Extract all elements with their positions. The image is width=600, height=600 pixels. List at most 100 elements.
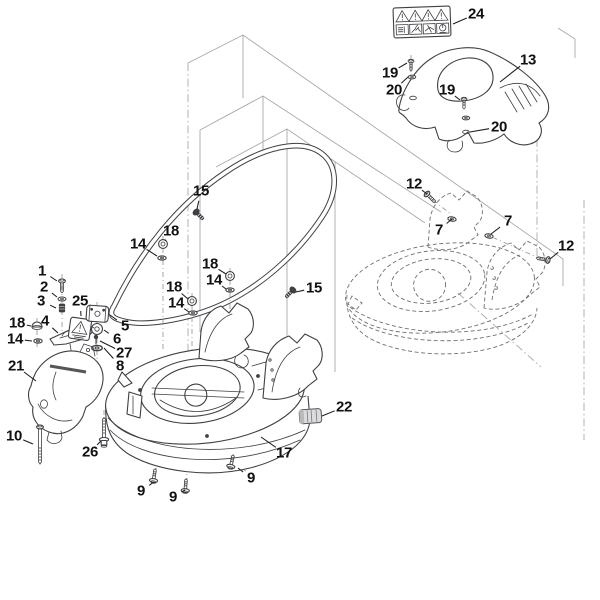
leader-line-14 (146, 248, 158, 257)
cover-part-13 (396, 47, 550, 153)
nut-18-a (158, 239, 168, 249)
stop-dial-icon (436, 22, 450, 34)
callout-18: 18 (201, 255, 219, 273)
leader-line-18 (26, 324, 32, 327)
warning-decal-25 (67, 316, 93, 341)
leader-line-17 (260, 436, 277, 448)
leader-line-14 (183, 308, 190, 313)
screw-15-right (283, 285, 298, 300)
callout-9: 9 (246, 469, 256, 487)
callout-19: 19 (438, 81, 456, 99)
callout-18: 18 (165, 278, 183, 296)
leader-line-18 (181, 293, 189, 300)
callout-21: 21 (7, 357, 25, 375)
leader-line-18 (218, 268, 227, 275)
washer-14-a (157, 255, 167, 261)
leader-line-13 (499, 65, 521, 83)
leader-line-7 (490, 226, 501, 235)
callout-19: 19 (381, 64, 399, 82)
leader-line-14 (24, 339, 33, 342)
leader-line-18 (164, 239, 167, 242)
spacer-3 (58, 303, 66, 313)
washer-14-b (225, 287, 235, 293)
callout-18: 18 (8, 314, 26, 332)
leader-line-9 (237, 467, 244, 473)
callout-2: 2 (39, 278, 49, 296)
callout-7: 7 (503, 212, 513, 230)
callout-3: 3 (36, 292, 46, 310)
read-manual-icon (395, 24, 409, 36)
washer-20-right (461, 115, 471, 121)
callout-9: 9 (168, 488, 178, 506)
mower-deck-17 (105, 347, 311, 474)
deck-wing-plate-left (198, 302, 254, 369)
leader-line-26 (96, 440, 102, 446)
callout-18: 18 (162, 222, 180, 240)
washer-14-c (188, 310, 198, 316)
callout-4: 4 (40, 312, 50, 330)
leader-line-4 (51, 327, 59, 334)
housing-5 (85, 304, 110, 323)
deflector-21 (28, 343, 104, 444)
leader-line-21 (23, 371, 37, 382)
callout-22: 22 (335, 398, 353, 416)
capnut-18-bracket (31, 321, 43, 330)
nut-18-c (187, 296, 197, 306)
callout-15: 15 (305, 279, 323, 297)
leader-line-27 (99, 340, 116, 349)
callout-20: 20 (490, 118, 508, 136)
washer-7-right (483, 232, 495, 240)
callout-26: 26 (81, 443, 99, 461)
screw-27 (93, 334, 99, 345)
callout-27: 27 (115, 344, 133, 362)
rotating-blade-icon (422, 23, 436, 35)
callout-7: 7 (434, 221, 444, 239)
callout-1: 1 (37, 262, 47, 280)
phantom-deck (345, 190, 546, 355)
leader-line-5 (109, 314, 118, 321)
callout-8: 8 (115, 357, 125, 375)
leader-line-24 (452, 17, 468, 25)
leader-line-20 (400, 76, 409, 84)
handlebar (108, 142, 337, 326)
nut-18-b (225, 271, 235, 281)
leader-line-3 (49, 304, 57, 309)
leader-line-22 (321, 410, 335, 417)
leader-line-9 (148, 481, 155, 486)
leader-line-7 (446, 218, 453, 224)
callout-24: 24 (467, 5, 485, 23)
safety-decal (392, 5, 452, 39)
leader-line-2 (51, 292, 58, 298)
callout-17: 17 (275, 444, 293, 462)
screw-9-a (148, 467, 160, 485)
screw-15-left (191, 207, 206, 222)
callout-5: 5 (120, 317, 130, 335)
callout-14: 14 (167, 294, 185, 312)
leader-line-12 (421, 189, 428, 195)
leader-line-12 (549, 251, 559, 260)
leader-line-6 (103, 329, 110, 334)
deck-wing-plate-right (262, 333, 323, 400)
leader-line-9 (181, 489, 186, 493)
washer-20-left (407, 74, 417, 80)
callout-14: 14 (129, 235, 147, 253)
bolt-26 (98, 417, 110, 448)
leader-line-14 (221, 285, 227, 290)
callout-15: 15 (192, 182, 210, 200)
callout-13: 13 (519, 51, 537, 69)
warning-triangle-icon (71, 320, 88, 335)
screw-12-right (535, 254, 552, 265)
leader-line-15 (196, 200, 200, 210)
leader-line-19 (398, 62, 408, 69)
nut-6 (90, 322, 104, 336)
bolt-10 (36, 424, 44, 465)
callout-9: 9 (136, 482, 146, 500)
callout-14: 14 (6, 330, 24, 348)
callout-12: 12 (405, 175, 423, 193)
callout-10: 10 (5, 427, 23, 445)
leader-line-10 (22, 439, 34, 445)
leader-line-20 (469, 128, 490, 133)
washer-2 (57, 296, 67, 302)
warning-triangle-icon (395, 8, 449, 23)
